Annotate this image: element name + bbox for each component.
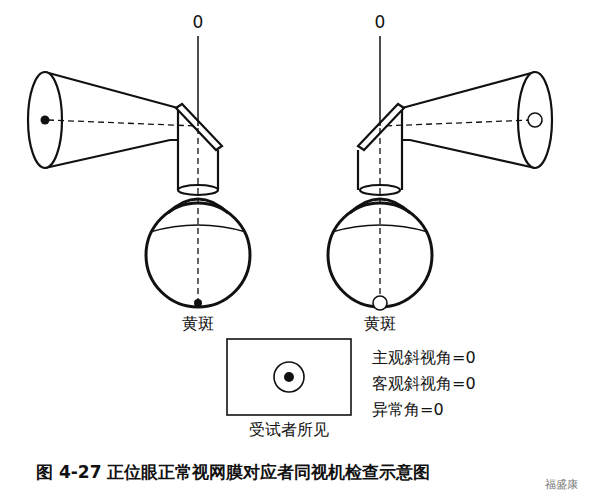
macula-label: 黄斑	[182, 314, 214, 333]
left-tube	[45, 72, 178, 190]
right-tube	[402, 72, 535, 190]
angle-note: 主观斜视角=0	[372, 348, 476, 367]
watermark: 福盛康	[545, 478, 578, 491]
left-target-dot	[41, 116, 50, 125]
right-eyepiece	[518, 72, 552, 168]
left-tube-neck	[217, 150, 219, 190]
right-mirror	[358, 104, 404, 150]
left-eyepiece	[28, 72, 62, 168]
left-visual-axis	[197, 128, 198, 300]
view-box: 受试者所见	[226, 338, 352, 439]
right-zero-line	[379, 36, 381, 126]
angle-note: 客观斜视角=0	[372, 374, 476, 393]
left-optical-path	[48, 120, 196, 126]
view-frame	[227, 339, 351, 415]
left-zero-line	[197, 36, 199, 126]
right-macula	[373, 296, 387, 310]
right-visual-axis	[379, 128, 380, 298]
left-macula	[194, 299, 202, 307]
macula-label: 黄斑	[364, 314, 396, 333]
fused-ring	[274, 362, 304, 392]
fused-dot	[284, 372, 294, 382]
right-target-ring	[528, 113, 542, 127]
angle-note: 异常角=0	[372, 400, 444, 419]
zero-mark: 0	[375, 12, 386, 32]
figure-caption: 图 4-27 正位眼正常视网膜对应者同视机检查示意图	[36, 462, 430, 482]
view-caption: 受试者所见	[226, 420, 352, 439]
zero-mark: 0	[193, 12, 204, 32]
left-mirror	[176, 104, 222, 150]
right-tube-neck	[357, 150, 359, 190]
right-optical-path	[382, 120, 532, 126]
